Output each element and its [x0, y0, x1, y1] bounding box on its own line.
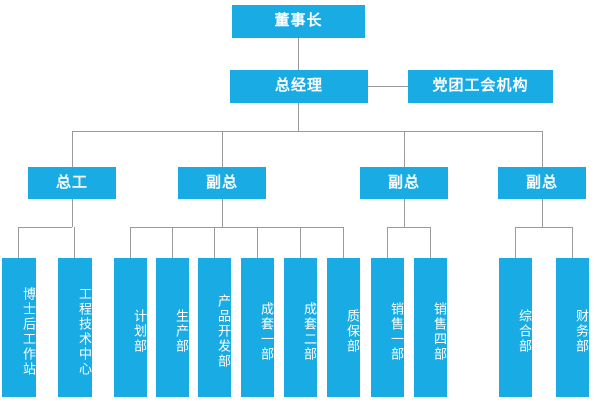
connector-chairman-to-gm: [298, 38, 299, 70]
node-general-manager[interactable]: 总经理: [230, 70, 368, 103]
node-deputy-gm-3[interactable]: 副总: [498, 167, 586, 199]
node-engineering-technology-center[interactable]: 工程技术中心: [58, 258, 92, 397]
node-sales-4-department[interactable]: 销售四部: [414, 258, 447, 397]
node-assembly-2-department[interactable]: 成套二部: [284, 258, 317, 397]
connector-deputy-2-down: [404, 199, 405, 227]
connector-executive-bus: [72, 131, 542, 132]
connector-to-postdoc-station: [18, 227, 19, 258]
connector-to-sales-1-dept: [387, 227, 388, 258]
connector-bus-to-chief-engineer: [72, 131, 73, 167]
connector-to-production-dept: [172, 227, 173, 258]
node-deputy-gm-1[interactable]: 副总: [178, 167, 266, 199]
connector-bus-to-deputy-2: [404, 131, 405, 167]
node-assembly-1-department[interactable]: 成套一部: [241, 258, 274, 397]
connector-gm-to-party-union: [368, 86, 408, 87]
node-deputy-gm-2[interactable]: 副总: [360, 167, 448, 199]
node-chief-engineer[interactable]: 总工: [28, 167, 116, 199]
connector-to-quality-dept: [343, 227, 344, 258]
connector-chief-engineer-down: [72, 199, 73, 227]
connector-gm-down: [298, 103, 299, 131]
node-product-development-department[interactable]: 产品开发部: [198, 258, 231, 397]
connector-to-general-affairs-dept: [515, 227, 516, 258]
connector-chief-engineer-bus: [18, 227, 72, 228]
connector-to-finance-dept: [572, 227, 573, 258]
connector-to-assembly-2-dept: [300, 227, 301, 258]
node-finance-department[interactable]: 财务部: [556, 258, 589, 397]
connector-to-assembly-1-dept: [257, 227, 258, 258]
node-quality-assurance-department[interactable]: 质保部: [327, 258, 360, 397]
node-sales-1-department[interactable]: 销售一部: [371, 258, 404, 397]
connector-to-product-dev-dept: [214, 227, 215, 258]
connector-deputy-3-bus: [515, 227, 572, 228]
connector-to-sales-4-dept: [430, 227, 431, 258]
connector-bus-to-deputy-1: [222, 131, 223, 167]
node-general-affairs-department[interactable]: 综合部: [499, 258, 532, 397]
node-party-union-organization[interactable]: 党团工会机构: [408, 70, 553, 103]
node-planning-department[interactable]: 计划部: [114, 258, 147, 397]
connector-deputy-2-bus: [387, 227, 430, 228]
node-production-department[interactable]: 生产部: [156, 258, 189, 397]
connector-deputy-1-down: [222, 199, 223, 227]
connector-to-engineering-center: [74, 227, 75, 258]
connector-deputy-3-down: [542, 199, 543, 227]
node-chairman[interactable]: 董事长: [232, 5, 365, 38]
connector-bus-to-deputy-3: [542, 131, 543, 167]
node-postdoc-workstation[interactable]: 博士后工作站: [2, 258, 36, 397]
connector-deputy-1-bus: [130, 227, 343, 228]
connector-to-planning-dept: [130, 227, 131, 258]
